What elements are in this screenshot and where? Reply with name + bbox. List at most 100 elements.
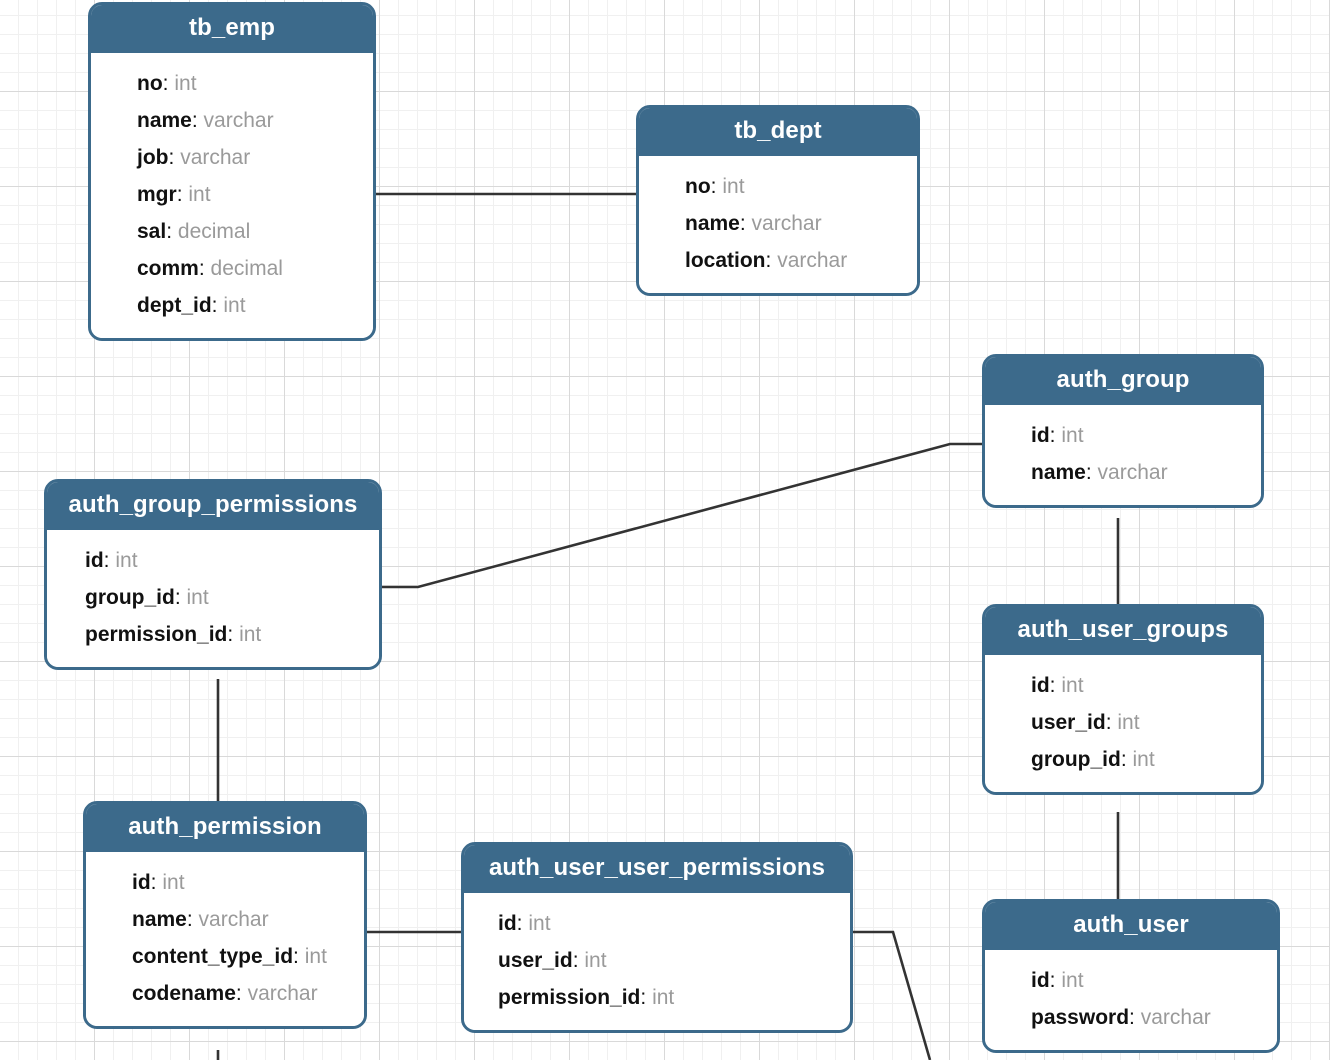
column-type: int	[652, 985, 675, 1009]
column-row: permission_id: int	[464, 979, 850, 1016]
column-type: int	[304, 944, 327, 968]
column-name: codename	[132, 981, 236, 1005]
column-type: varchar	[180, 145, 251, 169]
column-type: int	[1061, 968, 1084, 992]
column-separator: :	[168, 145, 175, 169]
column-type: varchar	[777, 248, 848, 272]
column-row: comm: decimal	[91, 250, 373, 287]
column-name: id	[1031, 968, 1050, 992]
column-name: permission_id	[498, 985, 641, 1009]
column-type: varchar	[198, 907, 269, 931]
edge-uup-down	[853, 930, 932, 1060]
column-separator: :	[211, 293, 218, 317]
column-separator: :	[1129, 1005, 1135, 1029]
column-name: name	[137, 108, 192, 132]
column-name: location	[685, 248, 766, 272]
entity-title-auth_group: auth_group	[985, 357, 1261, 405]
column-separator: :	[227, 622, 234, 646]
column-row: user_id: int	[985, 704, 1261, 741]
column-row: user_id: int	[464, 942, 850, 979]
column-separator: :	[1105, 710, 1112, 734]
column-separator: :	[1049, 423, 1056, 447]
column-name: comm	[137, 256, 199, 280]
column-type: int	[162, 870, 185, 894]
column-row: name: varchar	[91, 102, 373, 139]
column-name: id	[85, 548, 104, 572]
column-separator: :	[176, 182, 183, 206]
column-name: id	[1031, 673, 1050, 697]
column-row: id: int	[86, 864, 364, 901]
column-separator: :	[1085, 460, 1092, 484]
column-type: int	[174, 71, 197, 95]
edge-agp-group	[382, 442, 982, 589]
column-type: int	[584, 948, 607, 972]
column-row: job: varchar	[91, 139, 373, 176]
column-row: name: varchar	[639, 205, 917, 242]
column-row: sal: decimal	[91, 213, 373, 250]
column-row: password: varchar	[985, 999, 1277, 1036]
column-separator: :	[191, 108, 198, 132]
entity-title-tb_emp: tb_emp	[91, 5, 373, 53]
column-name: name	[685, 211, 740, 235]
column-row: location: varchar	[639, 242, 917, 279]
column-separator: :	[166, 219, 173, 243]
column-type: int	[188, 182, 211, 206]
entity-title-auth_user: auth_user	[985, 902, 1277, 950]
column-separator: :	[516, 911, 523, 935]
column-type: int	[239, 622, 262, 646]
column-separator: :	[1049, 673, 1056, 697]
column-row: name: varchar	[985, 454, 1261, 491]
column-name: id	[1031, 423, 1050, 447]
column-type: varchar	[751, 211, 822, 235]
column-type: varchar	[247, 981, 318, 1005]
column-type: int	[1132, 747, 1155, 771]
column-name: content_type_id	[132, 944, 294, 968]
column-separator: :	[765, 248, 772, 272]
column-name: no	[685, 174, 711, 198]
column-row: group_id: int	[985, 741, 1261, 778]
column-separator: :	[186, 907, 193, 931]
column-type: int	[528, 911, 551, 935]
column-name: dept_id	[137, 293, 212, 317]
column-name: permission_id	[85, 622, 228, 646]
column-type: int	[722, 174, 745, 198]
column-type: int	[1117, 710, 1140, 734]
column-row: id: int	[985, 417, 1261, 454]
column-row: id: int	[985, 962, 1277, 999]
column-name: job	[137, 145, 169, 169]
column-type: decimal	[210, 256, 283, 280]
column-separator: :	[162, 71, 169, 95]
column-row: no: int	[639, 168, 917, 205]
column-name: mgr	[137, 182, 177, 206]
column-name: group_id	[1031, 747, 1121, 771]
column-row: name: varchar	[86, 901, 364, 938]
column-name: name	[1031, 460, 1086, 484]
column-row: mgr: int	[91, 176, 373, 213]
column-name: password	[1031, 1005, 1130, 1029]
column-separator: :	[293, 944, 299, 968]
column-type: int	[1061, 423, 1084, 447]
column-separator: :	[572, 948, 579, 972]
column-separator: :	[174, 585, 181, 609]
column-type: int	[115, 548, 138, 572]
entity-title-tb_dept: tb_dept	[639, 108, 917, 156]
column-name: user_id	[498, 948, 573, 972]
column-separator: :	[640, 985, 647, 1009]
